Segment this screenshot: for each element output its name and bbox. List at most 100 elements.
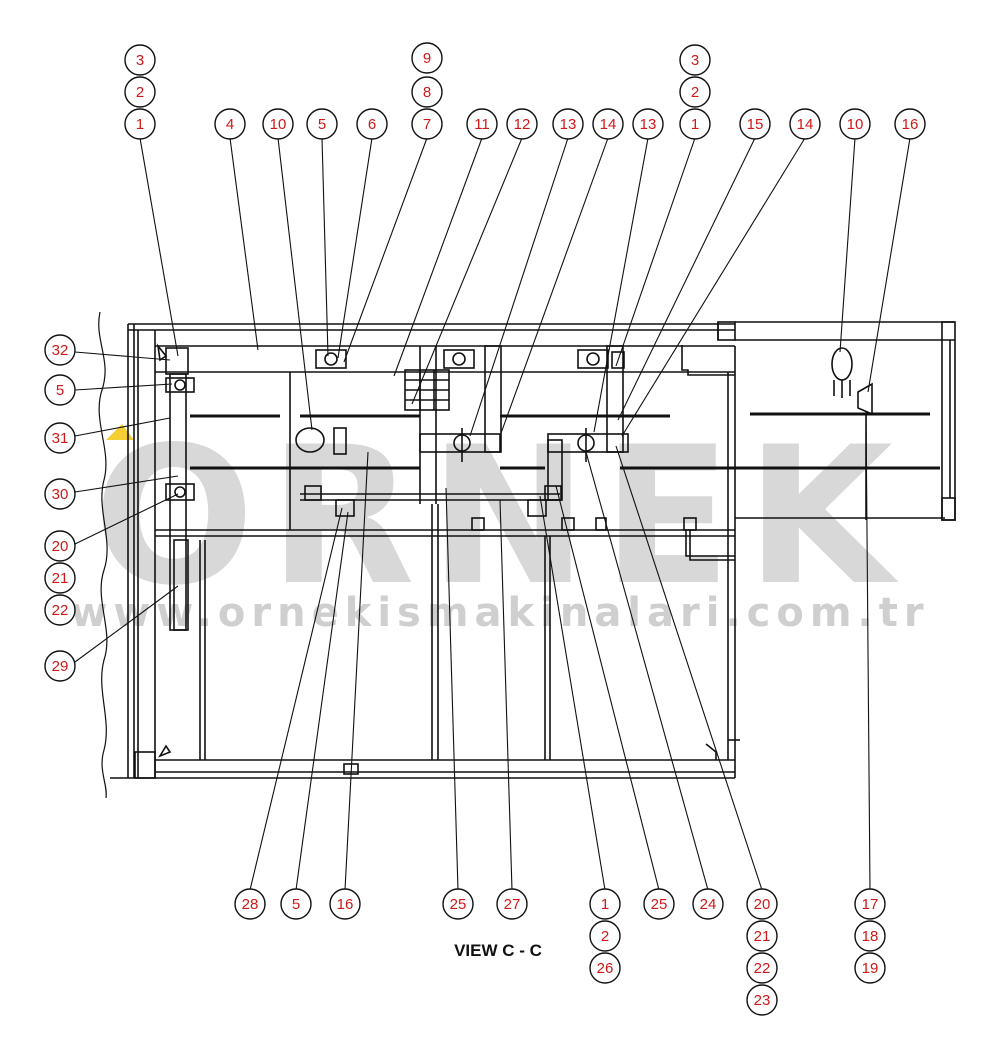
callouts: 3 2 1 4 10 5 6 9 8 7 11 12 13 14 13 3 2 … <box>44 42 926 1016</box>
callout-label: 31 <box>52 430 69 447</box>
callout-balloon: 2 <box>589 920 621 952</box>
callout-label: 16 <box>337 896 354 913</box>
callout-balloon: 30 <box>44 478 76 510</box>
callout-balloon: 1 <box>124 108 156 140</box>
callout-balloon: 3 <box>679 44 711 76</box>
callout-label: 1 <box>691 116 699 133</box>
callout-label: 25 <box>651 896 668 913</box>
watermark-accent-mark <box>106 424 134 440</box>
callout-balloon: 25 <box>643 888 675 920</box>
callout-label: 30 <box>52 486 69 503</box>
callout-label: 32 <box>52 342 69 359</box>
callout-label: 16 <box>902 116 919 133</box>
callout-balloon: 10 <box>262 108 294 140</box>
callout-balloon: 13 <box>632 108 664 140</box>
break-line <box>98 311 108 799</box>
callout-balloon: 21 <box>746 920 778 952</box>
callout-label: 23 <box>754 992 771 1009</box>
callout-balloon: 14 <box>789 108 821 140</box>
callout-balloon: 5 <box>306 108 338 140</box>
leader-lines <box>74 137 911 891</box>
callout-balloon: 31 <box>44 422 76 454</box>
callout-balloon: 18 <box>854 920 886 952</box>
callout-balloon: 5 <box>44 374 76 406</box>
callout-balloon: 20 <box>746 888 778 920</box>
callout-label: 17 <box>862 896 879 913</box>
callout-label: 6 <box>368 116 376 133</box>
callout-label: 20 <box>52 538 69 555</box>
callout-balloon: 13 <box>552 108 584 140</box>
callout-label: 29 <box>52 658 69 675</box>
callout-label: 19 <box>862 960 879 977</box>
callout-balloon: 10 <box>839 108 871 140</box>
callout-balloon: 4 <box>214 108 246 140</box>
callout-label: 10 <box>847 116 864 133</box>
callout-label: 25 <box>450 896 467 913</box>
callout-balloon: 2 <box>679 76 711 108</box>
callout-balloon: 11 <box>466 108 498 140</box>
callout-balloon: 23 <box>746 984 778 1016</box>
callout-balloon: 32 <box>44 334 76 366</box>
machine-frame <box>98 311 956 799</box>
callout-balloon: 22 <box>746 952 778 984</box>
callout-balloon: 25 <box>442 888 474 920</box>
callout-balloon: 9 <box>411 42 443 74</box>
callout-balloon: 29 <box>44 650 76 682</box>
callout-balloon: 14 <box>592 108 624 140</box>
callout-balloon: 15 <box>739 108 771 140</box>
watermark-brand: ORNEK <box>93 406 907 627</box>
callout-balloon: 20 <box>44 530 76 562</box>
callout-label: 1 <box>601 896 609 913</box>
callout-balloon: 27 <box>496 888 528 920</box>
callout-label: 13 <box>640 116 657 133</box>
callout-label: 12 <box>514 116 531 133</box>
callout-label: 22 <box>754 960 771 977</box>
callout-label: 2 <box>136 84 144 101</box>
watermark: ORNEK www.ornekismakinalari.com.tr <box>70 406 929 636</box>
callout-label: 21 <box>52 570 69 587</box>
callout-label: 14 <box>797 116 814 133</box>
callout-balloon: 28 <box>234 888 266 920</box>
callout-balloon: 3 <box>124 44 156 76</box>
callout-label: 3 <box>136 52 144 69</box>
callout-label: 15 <box>747 116 764 133</box>
callout-label: 13 <box>560 116 577 133</box>
callout-balloon: 16 <box>329 888 361 920</box>
callout-label: 2 <box>601 928 609 945</box>
callout-label: 26 <box>597 960 614 977</box>
callout-balloon: 24 <box>692 888 724 920</box>
callout-label: 10 <box>270 116 287 133</box>
callout-balloon: 8 <box>411 76 443 108</box>
view-title: VIEW C - C <box>454 941 542 960</box>
callout-balloon: 5 <box>280 888 312 920</box>
callout-balloon: 21 <box>44 562 76 594</box>
callout-label: 14 <box>600 116 617 133</box>
callout-balloon: 22 <box>44 594 76 626</box>
callout-balloon: 16 <box>894 108 926 140</box>
callout-label: 3 <box>691 52 699 69</box>
callout-balloon: 1 <box>589 888 621 920</box>
callout-label: 9 <box>423 50 431 67</box>
callout-label: 18 <box>862 928 879 945</box>
callout-balloon: 1 <box>679 108 711 140</box>
callout-balloon: 26 <box>589 952 621 984</box>
callout-label: 28 <box>242 896 259 913</box>
callout-label: 2 <box>691 84 699 101</box>
callout-balloon: 12 <box>506 108 538 140</box>
callout-label: 5 <box>318 116 326 133</box>
callout-balloon: 7 <box>411 108 443 140</box>
callout-label: 22 <box>52 602 69 619</box>
callout-label: 5 <box>292 896 300 913</box>
callout-label: 7 <box>423 116 431 133</box>
callout-balloon: 2 <box>124 76 156 108</box>
callout-balloon: 19 <box>854 952 886 984</box>
callout-label: 11 <box>474 116 490 133</box>
callout-label: 1 <box>136 116 144 133</box>
callout-balloon: 6 <box>356 108 388 140</box>
callout-label: 21 <box>754 928 771 945</box>
watermark-url: www.ornekismakinalari.com.tr <box>70 590 929 636</box>
callout-balloon: 17 <box>854 888 886 920</box>
callout-label: 27 <box>504 896 521 913</box>
callout-label: 24 <box>700 896 717 913</box>
